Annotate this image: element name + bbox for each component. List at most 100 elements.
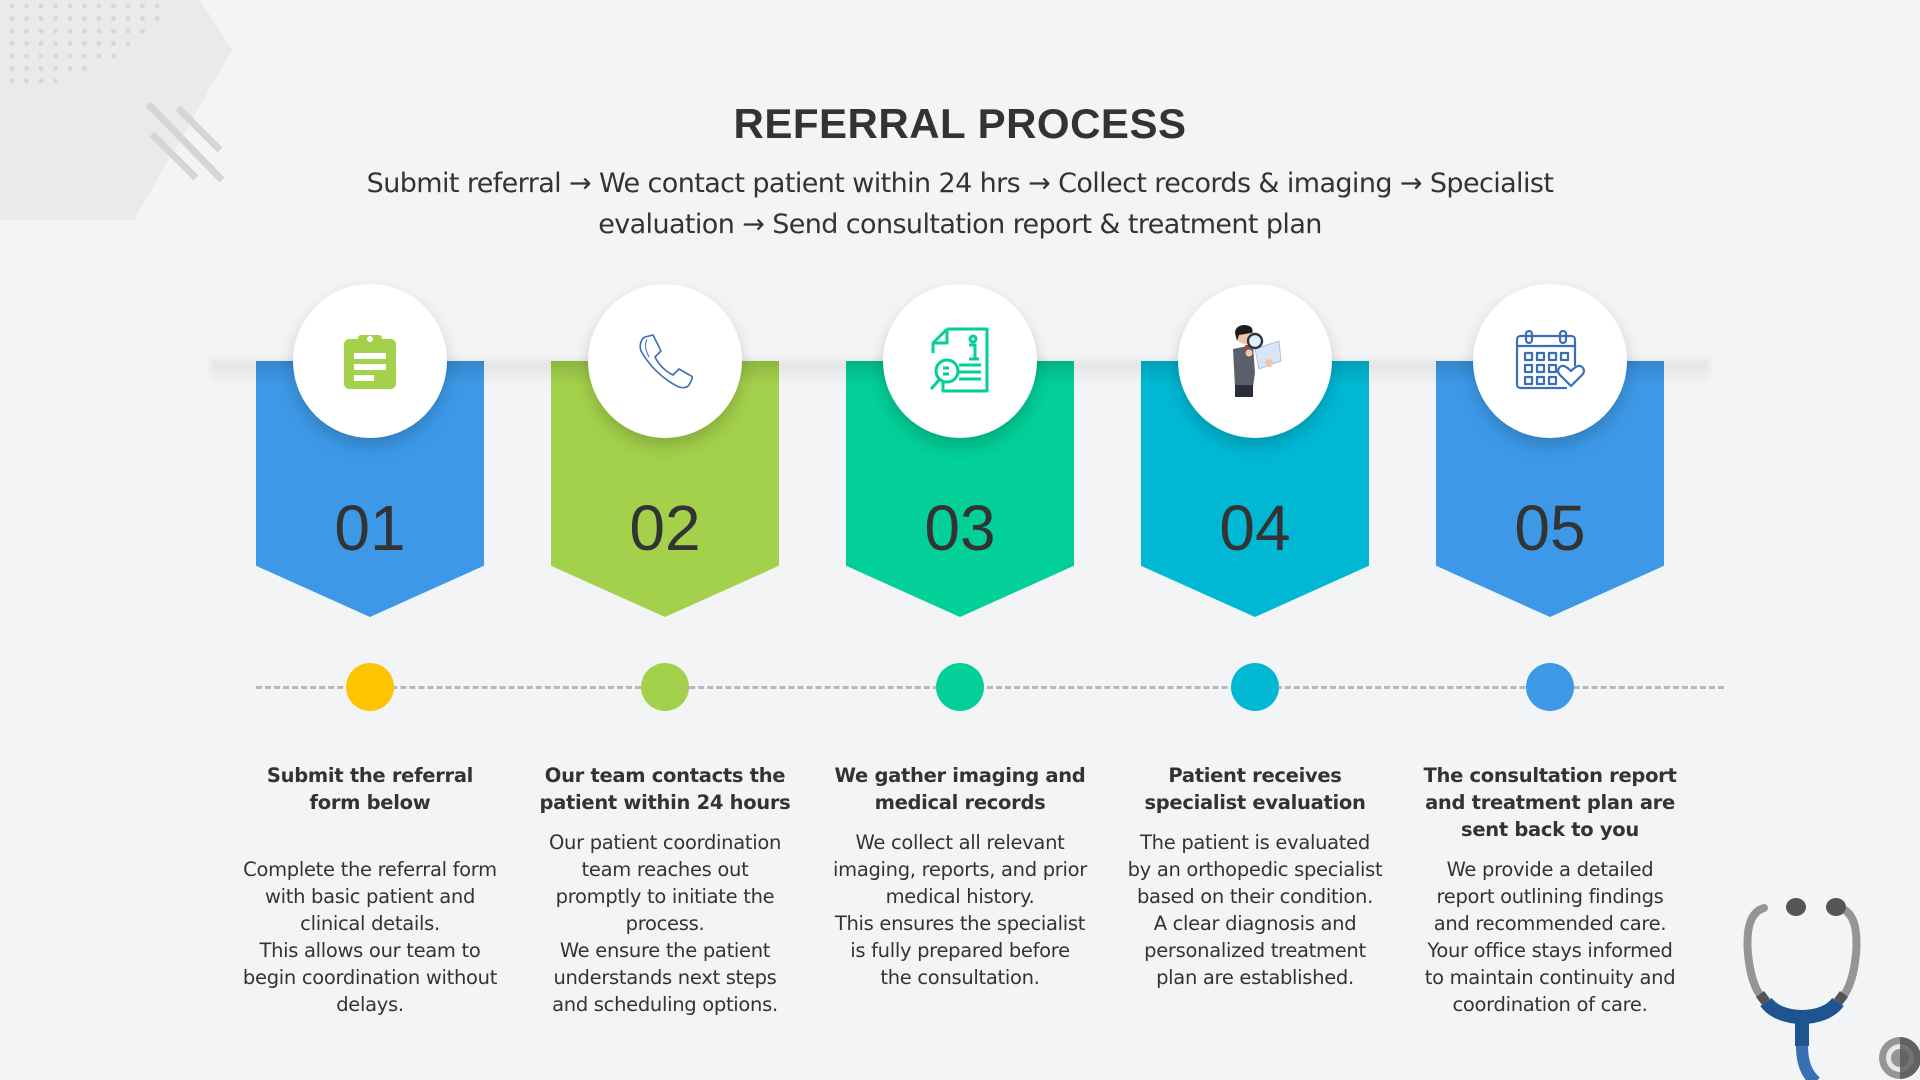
- pattern-dot: [67, 53, 73, 59]
- medical-record-search-icon: [929, 327, 989, 393]
- step-icon-circle-5: [1473, 284, 1627, 438]
- pattern-dot: [82, 28, 87, 34]
- timeline-dot-1: [346, 663, 394, 711]
- pattern-dot: [125, 41, 131, 46]
- phone-icon: [639, 334, 693, 389]
- timeline-dot-4: [1231, 663, 1279, 711]
- step-number: 03: [924, 492, 996, 564]
- pattern-dot: [38, 16, 44, 21]
- step-icon-circle-2: [588, 284, 742, 438]
- pattern-dot: [67, 3, 73, 9]
- pattern-dot: [140, 3, 145, 9]
- pattern-dot: [24, 53, 29, 59]
- step-icon-circle-4: [1178, 284, 1332, 438]
- pattern-dot: [53, 41, 58, 46]
- pattern-dot: [53, 78, 58, 84]
- pattern-dot: [82, 16, 87, 21]
- step-number: 02: [629, 492, 701, 564]
- pattern-dot: [9, 78, 15, 84]
- pattern-dot: [125, 3, 131, 9]
- step-number: 01: [334, 492, 406, 564]
- step-heading: Our team contacts the patient within 24 …: [539, 764, 791, 814]
- pattern-dot: [24, 41, 29, 46]
- pattern-dot: [111, 53, 116, 59]
- pattern-dot: [53, 53, 58, 59]
- pattern-dot: [9, 66, 15, 71]
- timeline-dot-3: [936, 663, 984, 711]
- pattern-dot: [125, 28, 131, 34]
- pattern-dot: [67, 28, 73, 34]
- step-text-3: We gather imaging and medical records We…: [832, 762, 1088, 991]
- pattern-dot: [67, 66, 73, 71]
- pattern-dot: [38, 28, 44, 34]
- pattern-dot: [24, 3, 29, 9]
- pattern-dot: [96, 28, 102, 34]
- stethoscope-icon: [1743, 898, 1920, 1080]
- step-description: The patient is evaluated by an orthopedi…: [1127, 831, 1383, 989]
- pattern-dot: [96, 53, 102, 59]
- pattern-dot: [53, 28, 58, 34]
- step-number: 04: [1219, 492, 1291, 564]
- step-text-5: The consultation report and treatment pl…: [1422, 762, 1678, 1018]
- step-icon-circle-3: [883, 284, 1037, 438]
- pattern-dot: [125, 16, 131, 21]
- step-text-1: Submit the referral form below Complete …: [242, 762, 498, 1018]
- calendar-heart-icon: [1515, 330, 1585, 390]
- pattern-dot: [140, 16, 145, 21]
- step-number: 05: [1514, 492, 1586, 564]
- step-description: We provide a detailed report outlining f…: [1424, 858, 1676, 1016]
- pattern-dot: [67, 41, 73, 46]
- step-heading: The consultation report and treatment pl…: [1423, 764, 1677, 841]
- decorative-hexagon: [0, 0, 232, 220]
- step-heading: Patient receives specialist evaluation: [1144, 764, 1366, 814]
- step-description: Our patient coordination team reaches ou…: [548, 831, 782, 1016]
- pattern-dot: [96, 3, 102, 9]
- pattern-dot: [111, 16, 116, 21]
- pattern-dot: [38, 3, 44, 9]
- step-description: We collect all relevant imaging, reports…: [833, 831, 1087, 989]
- process-summary: Submit referral → We contact patient wit…: [366, 168, 1554, 240]
- specialist-magnifier-icon: [1233, 325, 1282, 397]
- pattern-dot: [53, 16, 58, 21]
- step-text-2: Our team contacts the patient within 24 …: [537, 762, 793, 1018]
- pattern-dot: [111, 3, 116, 9]
- pattern-dot: [53, 66, 58, 71]
- step-icon-circle-1: [293, 284, 447, 438]
- pattern-dot: [38, 41, 44, 46]
- pattern-dot: [111, 41, 116, 46]
- pattern-dot: [96, 16, 102, 21]
- pattern-dot: [111, 28, 116, 34]
- timeline-dot-2: [641, 663, 689, 711]
- pattern-dot: [24, 66, 29, 71]
- diagonal-stripes-icon: [145, 101, 225, 183]
- pattern-dot: [9, 53, 15, 59]
- pattern-dot: [140, 28, 145, 34]
- pattern-dot: [24, 16, 29, 21]
- clipboard-icon: [344, 335, 396, 389]
- pattern-dot: [53, 3, 58, 9]
- pattern-dot: [82, 41, 87, 46]
- pattern-dot: [9, 41, 15, 46]
- timeline-dot-5: [1526, 663, 1574, 711]
- pattern-dot: [9, 28, 15, 34]
- timeline-dashed-line: [256, 686, 1724, 689]
- pattern-dot: [38, 66, 44, 71]
- pattern-dot: [82, 66, 87, 71]
- pattern-dot: [154, 3, 160, 9]
- pattern-dot: [96, 41, 102, 46]
- pattern-dot: [9, 3, 15, 9]
- step-heading: We gather imaging and medical records: [834, 764, 1086, 814]
- pattern-dot: [9, 16, 15, 21]
- pattern-dot: [24, 78, 29, 84]
- pattern-dot: [67, 16, 73, 21]
- pattern-dot: [24, 28, 29, 34]
- pattern-dot: [82, 3, 87, 9]
- pattern-dot: [38, 53, 44, 59]
- dot-pattern: [9, 3, 160, 84]
- step-text-4: Patient receives specialist evaluation T…: [1127, 762, 1383, 991]
- page-title: REFERRAL PROCESS: [733, 100, 1187, 147]
- pattern-dot: [154, 16, 160, 21]
- step-description: Complete the referral form with basic pa…: [242, 858, 498, 1016]
- pattern-dot: [82, 53, 87, 59]
- pattern-dot: [38, 78, 44, 84]
